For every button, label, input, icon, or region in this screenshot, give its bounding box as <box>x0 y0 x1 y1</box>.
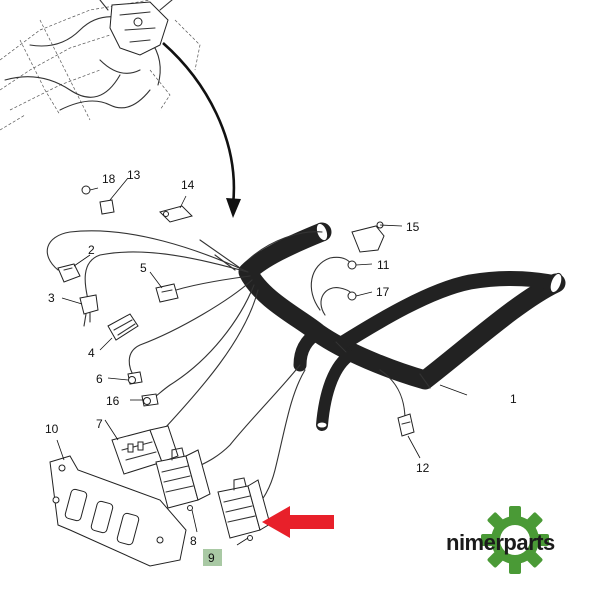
callout-4: 4 <box>88 346 95 360</box>
connector-9 <box>217 477 271 541</box>
callout-6: 6 <box>96 372 103 386</box>
branch-wires <box>46 230 406 506</box>
ring-terminal-6 <box>127 371 143 385</box>
callout-8: 8 <box>190 534 197 548</box>
callout-13: 13 <box>127 168 141 182</box>
overview-sketch <box>0 0 201 131</box>
connector-5 <box>155 283 179 303</box>
connector-8 <box>155 447 211 511</box>
connector-4 <box>107 313 139 341</box>
callout-14: 14 <box>181 178 195 192</box>
callout-9: 9 <box>208 551 215 565</box>
clamp-15 <box>351 221 385 253</box>
clip-13 <box>99 199 115 215</box>
callout-17: 17 <box>376 285 390 299</box>
callout-15: 15 <box>406 220 420 234</box>
connector-7 <box>111 425 179 475</box>
curved-arrow-icon <box>162 42 241 218</box>
connector-12 <box>397 413 415 437</box>
callout-2: 2 <box>88 243 95 257</box>
callout-labels: 1 2 3 4 5 6 7 8 9 10 11 12 13 14 15 16 1… <box>45 168 517 566</box>
brand-logo-text: nimerparts <box>446 530 555 555</box>
callout-12: 12 <box>416 461 430 475</box>
callout-11: 11 <box>377 258 390 272</box>
leader-lines <box>56 177 468 546</box>
highlight-9 <box>203 549 222 566</box>
main-harness <box>238 222 566 431</box>
callout-3: 3 <box>48 291 55 305</box>
bracket-10 <box>49 455 187 567</box>
ring-terminal-17 <box>347 291 357 301</box>
red-arrow-icon <box>262 506 334 538</box>
callout-10: 10 <box>45 422 59 436</box>
connector-2 <box>57 263 81 283</box>
ring-terminal-16 <box>141 393 159 407</box>
gear-logo-icon <box>481 506 549 574</box>
nut-18 <box>81 185 91 195</box>
bracket-14 <box>159 205 193 223</box>
connector-3 <box>79 294 99 327</box>
callout-5: 5 <box>140 261 147 275</box>
callout-16: 16 <box>106 394 120 408</box>
callout-7: 7 <box>96 417 103 431</box>
ring-terminal-11 <box>347 260 357 270</box>
callout-18: 18 <box>102 172 116 186</box>
callout-1: 1 <box>510 392 517 406</box>
